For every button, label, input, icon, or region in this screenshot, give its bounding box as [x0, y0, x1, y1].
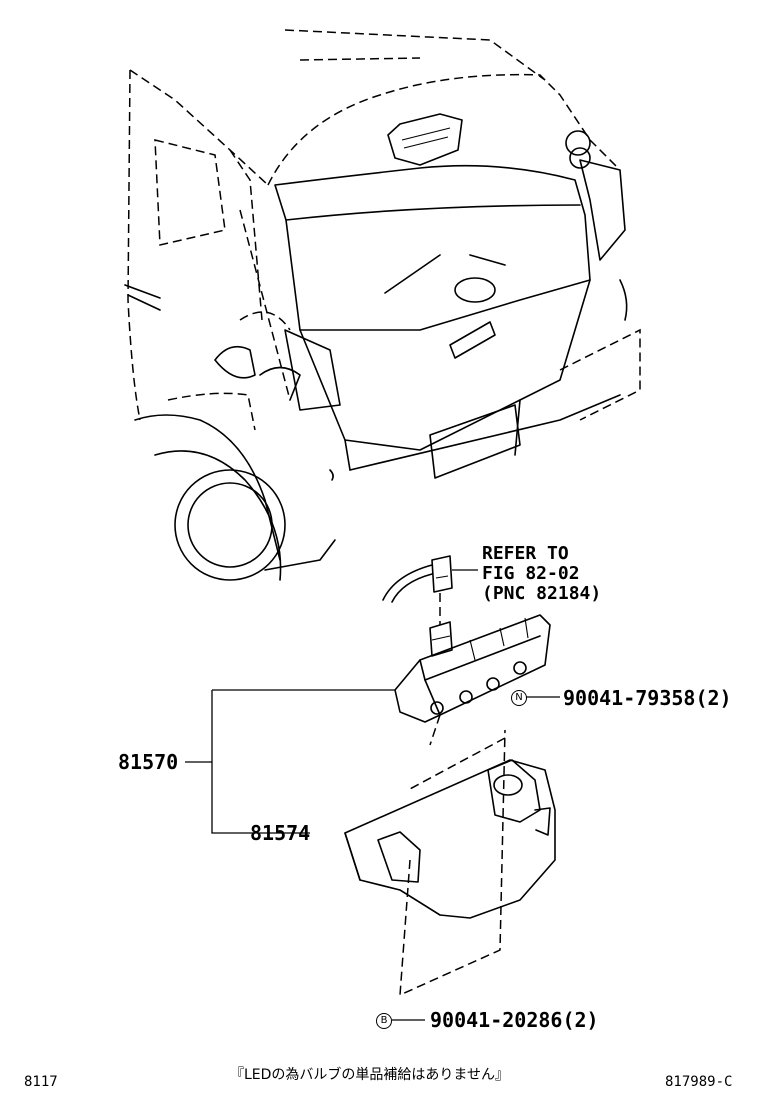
- car-tailgate: [239, 113, 641, 481]
- fastener-n-badge: N: [511, 690, 527, 706]
- lamp-cover: [344, 729, 556, 997]
- refer-line-2: FIG 82-02: [482, 563, 580, 584]
- car-body-outline: [127, 29, 619, 431]
- part-number-screw-n: 90041-79358(2): [563, 686, 732, 710]
- leader-lines: [185, 689, 560, 1021]
- fastener-guides: [407, 714, 506, 791]
- fastener-b-badge: B: [376, 1013, 392, 1029]
- footer-left-code: 8117: [24, 1074, 58, 1090]
- part-number-assembly: 81570: [118, 750, 179, 774]
- stop-lamp-unit: [394, 614, 551, 723]
- part-number-cover: 81574: [250, 821, 311, 845]
- refer-line-1: REFER TO: [482, 543, 569, 564]
- footer-note: 『LEDの為バルブの単品補給はありません』: [230, 1067, 510, 1083]
- footer-right-code: 817989-C: [665, 1074, 733, 1090]
- part-number-screw-b: 90041-20286(2): [430, 1008, 599, 1032]
- car-wheel: [124, 284, 336, 581]
- refer-line-3: (PNC 82184): [482, 583, 602, 604]
- wire-harness: [382, 555, 453, 625]
